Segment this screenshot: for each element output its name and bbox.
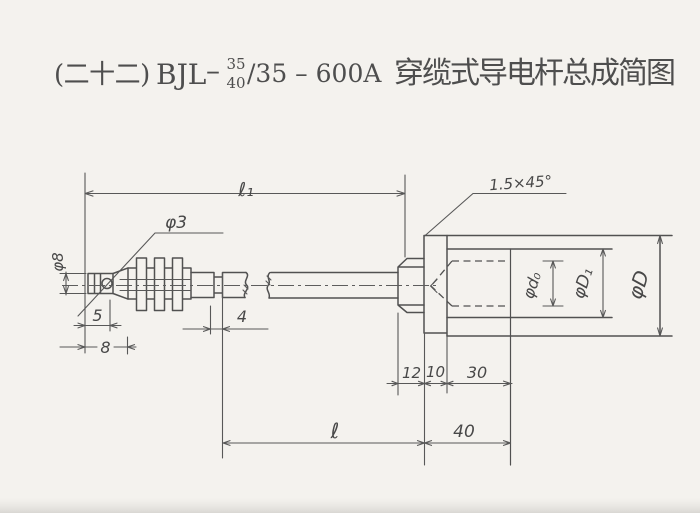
title-sep: – <box>206 54 220 87</box>
title-rest: /35 – 600A <box>247 59 382 88</box>
conductive-rod-outline <box>87 234 673 466</box>
title-fraction-bottom: 40 <box>226 74 245 92</box>
title-model: BJL <box>156 58 206 91</box>
dim-tip-diameter-label: φ8 <box>49 252 67 271</box>
dim-rod-length: ℓ 40 <box>221 271 512 459</box>
dim-tip-diameter: φ8 <box>49 252 87 296</box>
dim-chamfer: 1.5×45° <box>423 172 567 238</box>
title-fraction-top: 35 <box>226 55 245 73</box>
title: (二十二) BJL – 35 40 /35 – 600A 穿缆式导电杆总成简图 <box>54 54 676 92</box>
scan-edge-shadow <box>0 498 700 513</box>
dim-head-lengths: 12 10 30 <box>386 312 513 466</box>
dim-tip-length-label: 5 <box>92 306 102 325</box>
hidden-bore <box>430 260 508 307</box>
dim-hole-diameter: φ3 <box>77 213 224 317</box>
dim-groove-width: 4 <box>182 305 269 335</box>
break-line-left <box>266 271 271 299</box>
dim-front-section-length-label: 8 <box>100 338 110 357</box>
dim-hole-diameter-label: φ3 <box>165 213 187 233</box>
cable-hole <box>101 277 113 290</box>
dim-groove-width-label: 4 <box>237 307 247 326</box>
title-sequence: (二十二) <box>54 60 150 90</box>
dim-rod-length-label: ℓ <box>330 419 340 443</box>
dim-head-length-label: 40 <box>453 422 475 442</box>
dim-socket-depth-label: 30 <box>467 363 487 382</box>
dim-chamfer-label: 1.5×45° <box>489 172 553 194</box>
inner-conductor-lines <box>119 278 192 292</box>
dim-tip-length: 5 <box>73 299 122 332</box>
socket-inner-walls <box>446 248 613 319</box>
title-name: 穿缆式导电杆总成简图 <box>394 56 674 91</box>
hex-nut <box>397 257 425 314</box>
dim-overall-length-label: ℓ₁ <box>237 179 253 201</box>
dim-front-section-length: 8 <box>59 336 137 357</box>
dim-hex-length-label: 12 <box>402 364 421 382</box>
dim-overall-length: ℓ₁ <box>84 172 406 354</box>
dim-flange-thickness-label: 10 <box>426 363 445 381</box>
socket-body <box>423 234 673 337</box>
flange <box>423 234 448 337</box>
